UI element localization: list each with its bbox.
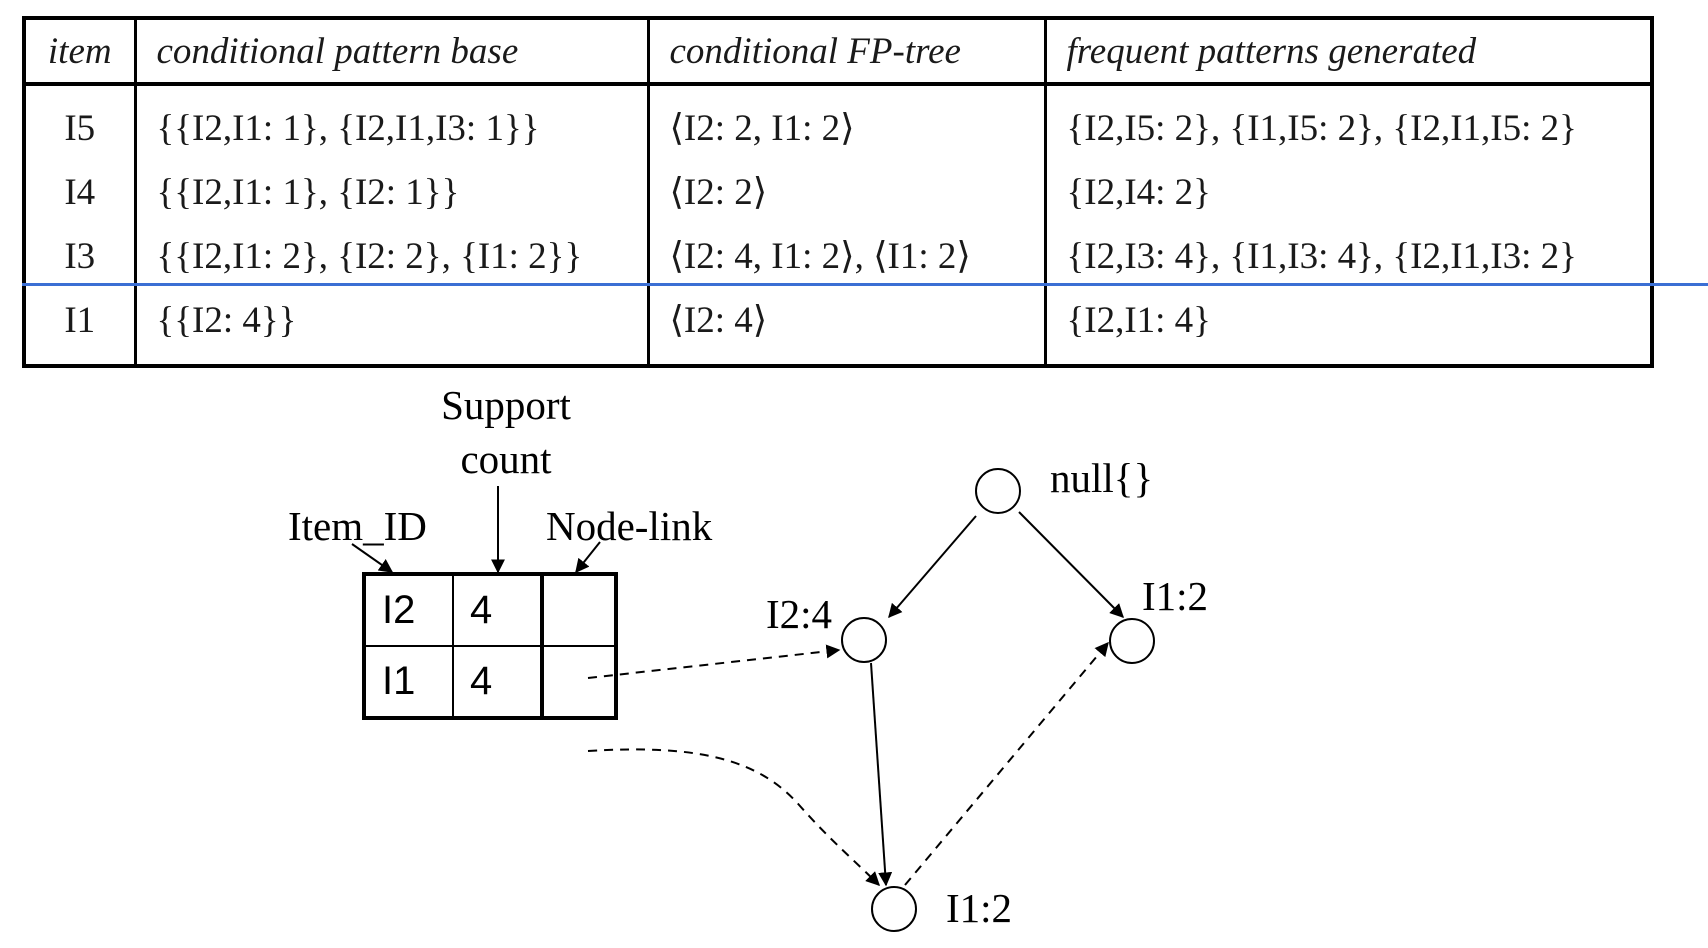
header-item: item [22, 18, 137, 86]
cell-frequent-patterns: {I2,I5: 2}, {I1,I5: 2}, {I2,I1,I5: 2} [1043, 84, 1654, 160]
node-link-i2-dashed [587, 644, 841, 679]
support-label-line2: count [460, 436, 552, 482]
cell-item: I3 [22, 224, 137, 288]
header-support-count: 4 [452, 573, 544, 647]
node-i1-bottom [871, 886, 917, 932]
root-node [975, 468, 1021, 514]
cell-pattern-base: {{I2,I1: 1}, {I2: 1}} [133, 160, 650, 224]
cell-frequent-patterns: {I2,I1: 4} [1043, 288, 1654, 366]
item-id-arrow [351, 543, 394, 573]
cell-pattern-base: {{I2,I1: 1}, {I2,I1,I3: 1}} [133, 84, 650, 160]
edge-root-to-i2 [888, 515, 977, 619]
header-node-link [541, 573, 617, 647]
table-row: I1 {{I2: 4}} ⟨I2: 4⟩ {I2,I1: 4} [22, 288, 1654, 366]
header-support-count: 4 [452, 645, 544, 720]
header-conditional-pattern-base: conditional pattern base [133, 18, 650, 86]
edge-root-to-i1 [1018, 511, 1124, 618]
cell-fp-tree: ⟨I2: 2, I1: 2⟩ [646, 84, 1047, 160]
cell-fp-tree: ⟨I2: 2⟩ [646, 160, 1047, 224]
table-row: I5 {{I2,I1: 1}, {I2,I1,I3: 1}} ⟨I2: 2, I… [22, 84, 1654, 160]
cell-fp-tree: ⟨I2: 4⟩ [646, 288, 1047, 366]
support-label-line1: Support [441, 382, 571, 428]
node-i2 [841, 617, 887, 663]
support-count-label: Support count [400, 378, 612, 486]
cell-item: I1 [22, 288, 137, 366]
table-row: I4 {{I2,I1: 1}, {I2: 1}} ⟨I2: 2⟩ {I2,I4:… [22, 160, 1654, 224]
cell-item: I5 [22, 84, 137, 160]
item-id-label: Item_ID [288, 503, 427, 549]
cell-item: I4 [22, 160, 137, 224]
header-node-link [541, 645, 617, 719]
node-link-i1-dashed [587, 748, 880, 886]
header-table-row: I2 4 [363, 573, 617, 647]
root-node-label: null{} [1050, 455, 1154, 501]
cell-fp-tree: ⟨I2: 4, I1: 2⟩, ⟨I1: 2⟩ [646, 224, 1047, 288]
cell-pattern-base: {{I2: 4}} [133, 288, 650, 366]
edge-i2-to-i1 [870, 662, 893, 887]
header-item-id: I2 [363, 573, 454, 647]
table-header-row: item conditional pattern base conditiona… [22, 18, 1654, 86]
header-table-row: I1 4 [363, 645, 617, 720]
cell-frequent-patterns: {I2,I4: 2} [1043, 160, 1654, 224]
highlight-line [22, 283, 1708, 286]
table-row: I3 {{I2,I1: 2}, {I2: 2}, {I1: 2}} ⟨I2: 4… [22, 224, 1654, 288]
node-label-i1-bottom: I1:2 [946, 885, 1013, 931]
node-label-i1-right: I1:2 [1142, 573, 1209, 619]
header-table: I2 4 I1 4 [362, 572, 618, 720]
node-label-i2: I2:4 [766, 591, 833, 637]
node-link-arrow [575, 541, 601, 574]
node-link-i1-chain-dashed [904, 641, 1109, 886]
cell-pattern-base: {{I2,I1: 2}, {I2: 2}, {I1: 2}} [133, 224, 650, 288]
header-frequent-patterns: frequent patterns generated [1043, 18, 1654, 86]
conditional-pattern-table: item conditional pattern base conditiona… [22, 16, 1654, 368]
node-link-label: Node-link [546, 503, 713, 549]
node-i1-right [1109, 618, 1155, 664]
cell-frequent-patterns: {I2,I3: 4}, {I1,I3: 4}, {I2,I1,I3: 2} [1043, 224, 1654, 288]
header-item-id: I1 [363, 645, 454, 720]
header-conditional-fp-tree: conditional FP-tree [646, 18, 1047, 86]
